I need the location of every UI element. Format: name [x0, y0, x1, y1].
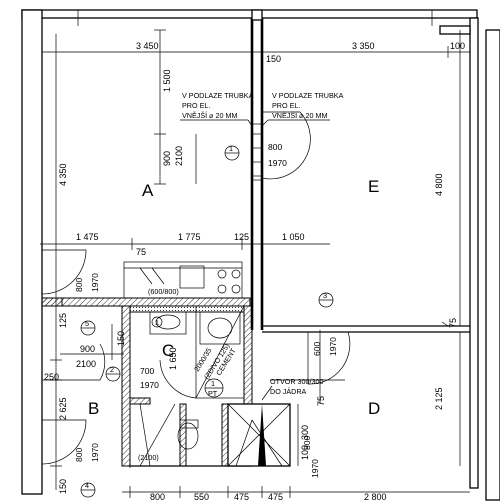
shower-tray [195, 305, 245, 399]
dim-v75: 75 [448, 318, 458, 328]
dim-4800: 4 800 [434, 173, 444, 196]
marker-wc-num: 1 [155, 318, 159, 327]
bathroom-core [121, 305, 253, 467]
dim-1500: 1 500 [162, 69, 172, 92]
top-wall [21, 9, 478, 19]
washbasin [149, 311, 187, 335]
dim-left-150: 150 [58, 479, 68, 494]
central-partition [250, 9, 264, 330]
dim-w150: 150 [266, 54, 281, 64]
door5-height: 1970 [268, 158, 287, 168]
marker-5-num: 5 [85, 319, 89, 328]
marker-4-num: 4 [85, 481, 89, 490]
dim-2125: 2 125 [434, 387, 444, 410]
pipe-note-right-3: VNĚJŠÍ ⌀ 20 MM [272, 111, 327, 120]
room-a-label: A [142, 181, 154, 200]
pt-top: 1 [211, 379, 215, 388]
dim-2625: 2 625 [58, 397, 68, 420]
hatched-partition [41, 297, 251, 307]
door6-height: 1970 [310, 459, 320, 478]
ed-partition [262, 321, 470, 333]
dim-v900: 900 [162, 151, 172, 166]
door1-width: 800 [74, 278, 84, 292]
dim-bot-475a: 475 [234, 492, 249, 502]
dim-bot-475b: 475 [268, 492, 283, 502]
dim-bot-550: 550 [194, 492, 209, 502]
dim-bot-800: 800 [150, 492, 165, 502]
pt-bot: PT [208, 389, 218, 398]
dim-left-125: 125 [58, 313, 68, 328]
bath-note: (2100) [138, 453, 159, 462]
dim-1775: 1 775 [178, 232, 201, 242]
kitchen-counter [123, 261, 243, 299]
door3-height: 1970 [90, 443, 100, 462]
dim-top-e: 3 350 [352, 41, 375, 51]
marker-3-num: 3 [323, 291, 327, 300]
room-d-label: D [368, 399, 380, 418]
right-edge-wall [485, 29, 500, 501]
room-b-label: B [88, 399, 99, 418]
dim-1475: 1 475 [76, 232, 99, 242]
marker-1-num: 1 [229, 144, 233, 153]
dim-sh-100: 100 [300, 445, 310, 460]
room-e-label: E [368, 177, 379, 196]
pipe-note-left-1: V PODLAZE TRUBKA [182, 91, 254, 100]
shaft-wall [251, 9, 263, 21]
otvor-note-2: DO JÁDRA [270, 387, 307, 396]
dim-d2100: 2100 [76, 359, 96, 369]
marker-wc [151, 316, 163, 328]
door5-width: 800 [268, 142, 282, 152]
dim-top-100: 100 [450, 41, 465, 51]
dim-sh-75: 75 [316, 396, 326, 406]
door2-width: 700 [140, 366, 154, 376]
door6-width: 800 [302, 436, 312, 450]
pipe-note-left-2: PRO EL. [182, 101, 210, 110]
dim-1050: 1 050 [282, 232, 305, 242]
sanitary-fixtures [139, 311, 241, 467]
right-column [469, 17, 479, 489]
otvor-note-1: OTVOR 300/300 [270, 377, 324, 386]
pipe-note-right-1: V PODLAZE TRUBKA [272, 91, 344, 100]
dim-v2100: 2100 [174, 146, 184, 166]
doors [41, 111, 351, 468]
installation-shaft [227, 403, 291, 467]
dimension-lines [40, 29, 471, 498]
dim-sh-300: 300 [300, 425, 310, 440]
dim-top-a: 3 450 [136, 41, 159, 51]
left-wall [21, 9, 43, 495]
dim-4350: 4 350 [58, 163, 68, 186]
dim-d900: 900 [80, 344, 95, 354]
dim-mid-75: 75 [136, 247, 146, 257]
door2-height: 1970 [140, 380, 159, 390]
outer-walls [21, 9, 500, 501]
kitchen-note: (600/800) [148, 287, 179, 296]
toilet [177, 422, 199, 450]
room-c-label: C [162, 341, 174, 360]
pipe-note-right-2: PRO EL. [272, 101, 300, 110]
markers [80, 145, 334, 498]
dim-left-250: 250 [44, 372, 59, 382]
dim-d150: 150 [116, 331, 126, 346]
pipe-leaders [180, 119, 345, 381]
door4-width: 600 [312, 342, 322, 356]
marker-2-num: 2 [110, 365, 114, 374]
door1-height: 1970 [90, 273, 100, 292]
door3-width: 800 [74, 448, 84, 462]
door4-height: 1970 [328, 337, 338, 356]
dim-d1650: 1 650 [168, 347, 178, 370]
dim-mid-125: 125 [234, 232, 249, 242]
pipe-note-left-3: VNĚJŠÍ ⌀ 20 MM [182, 111, 237, 120]
dim-bot-2800: 2 800 [364, 492, 387, 502]
